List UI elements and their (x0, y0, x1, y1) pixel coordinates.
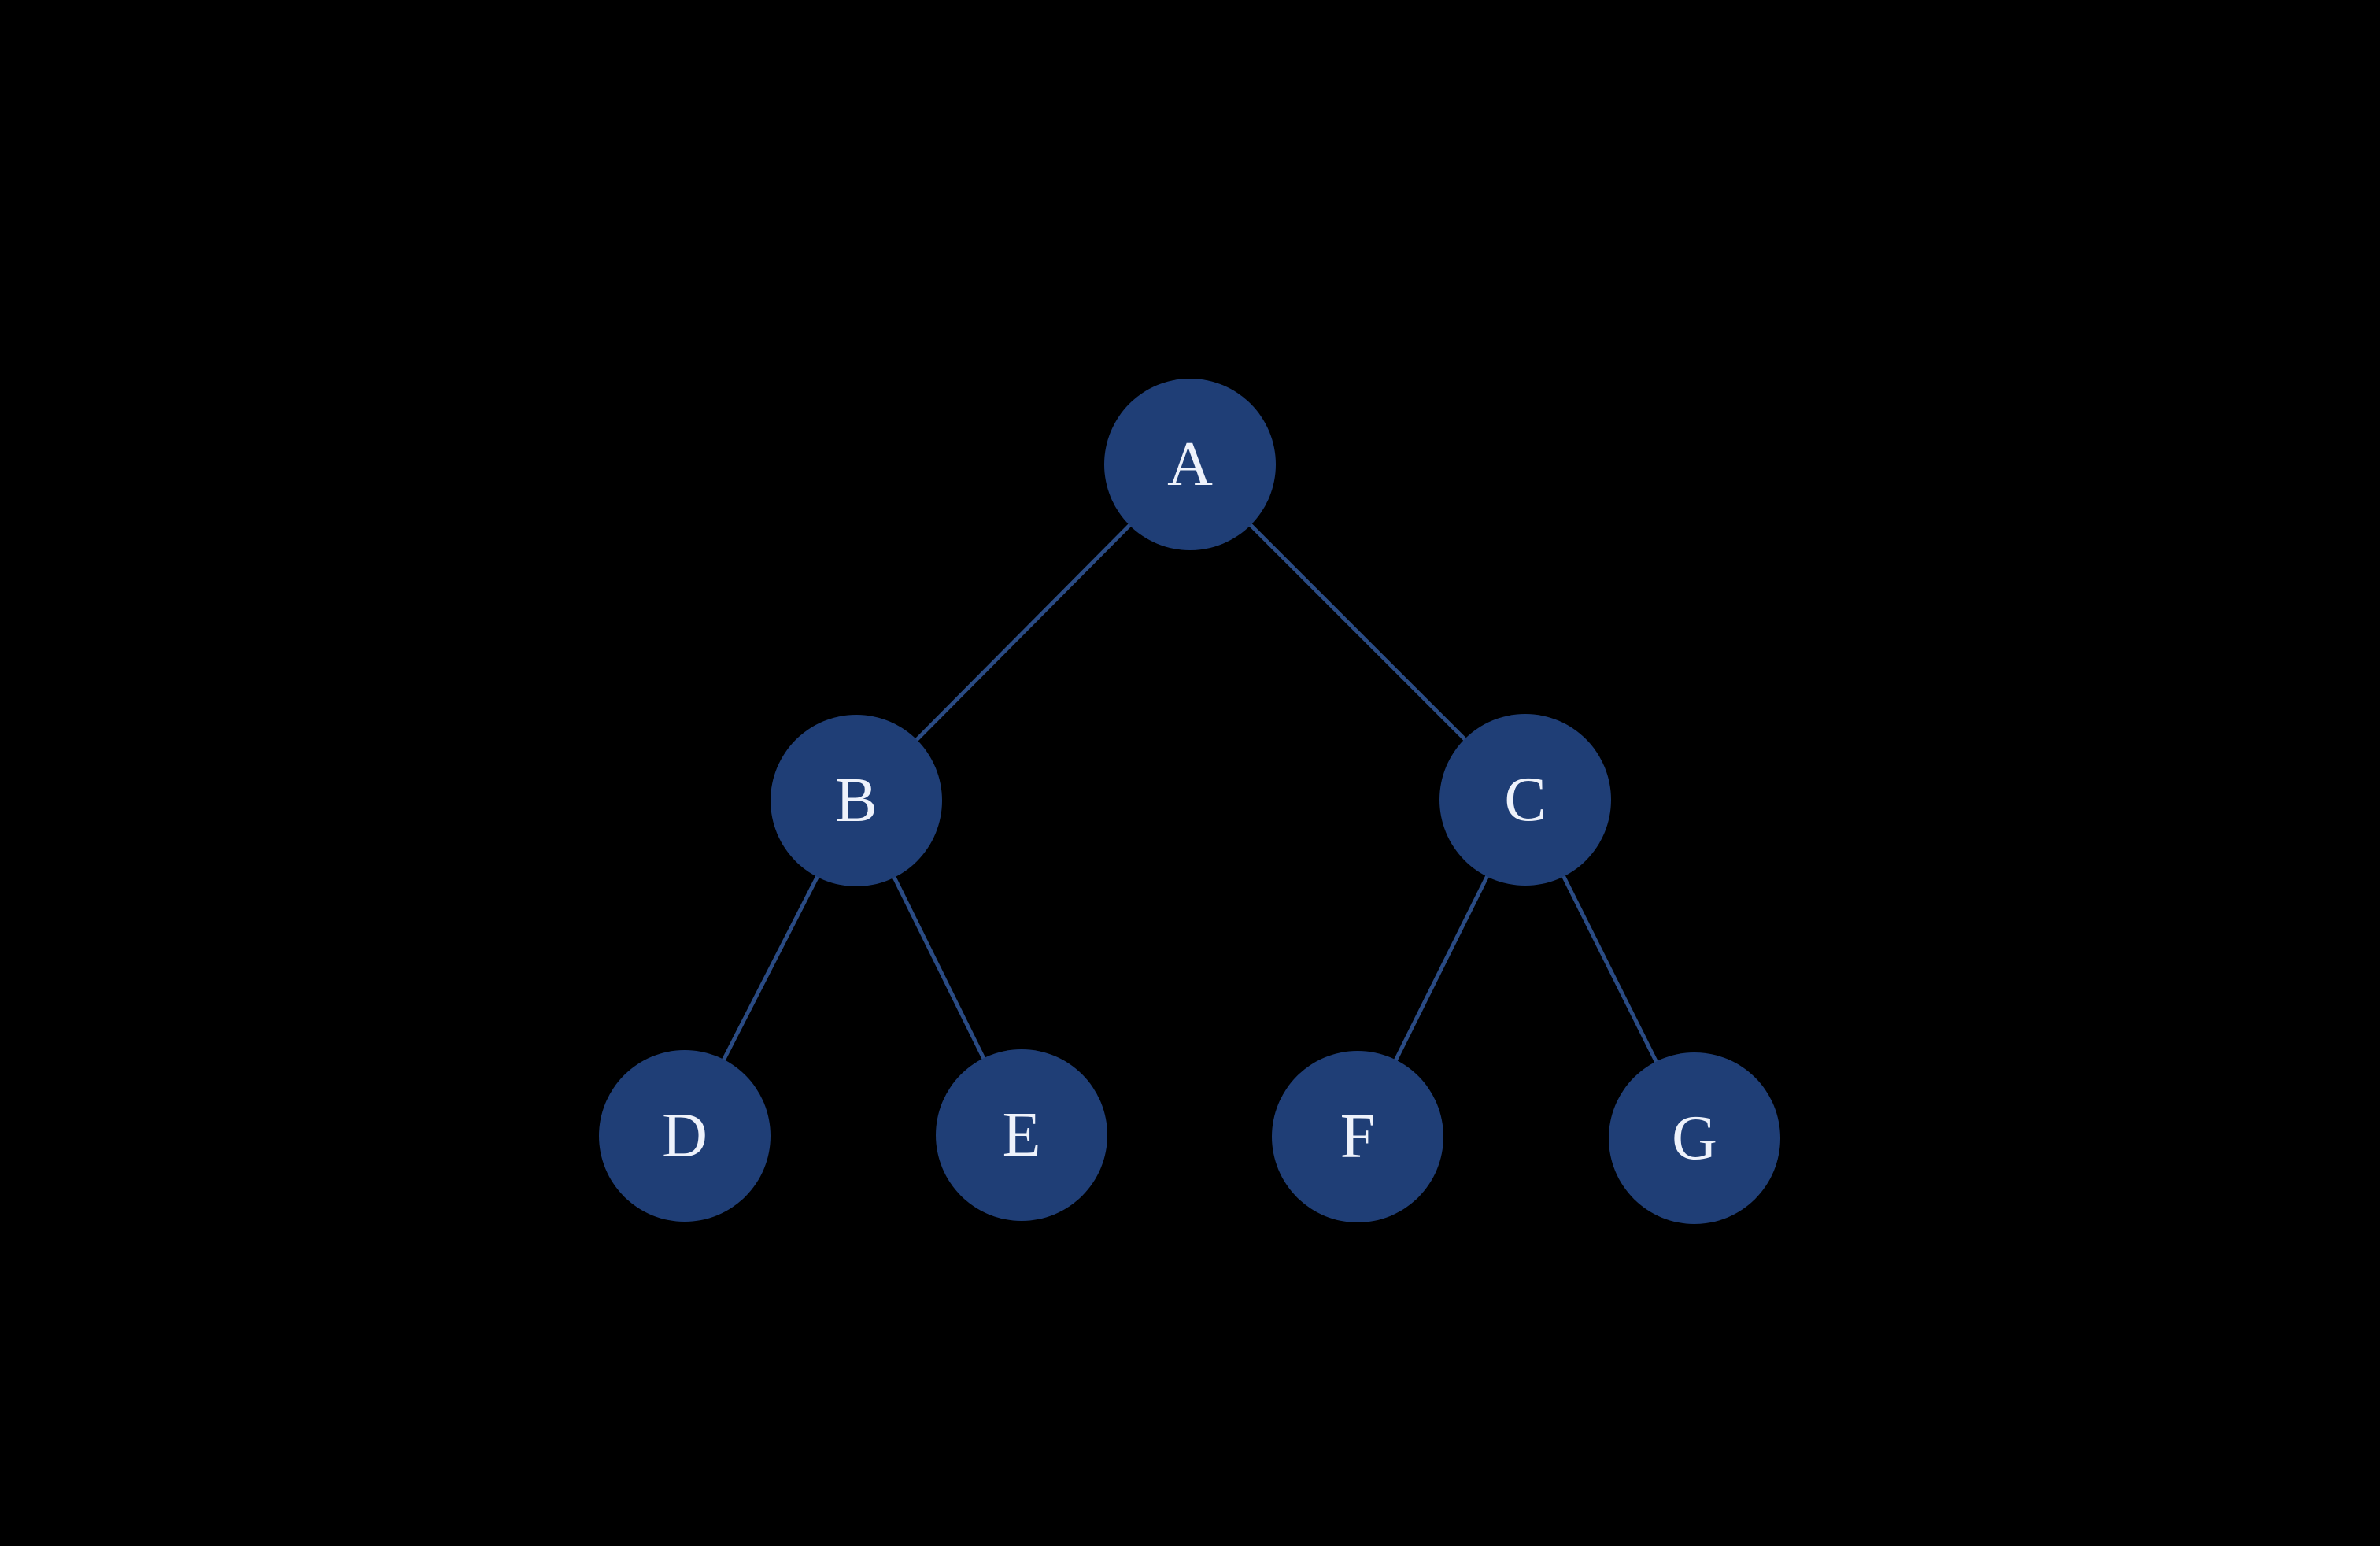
tree-node-circle-e (936, 1049, 1107, 1221)
tree-node-b: B (771, 715, 942, 886)
tree-node-label-a: A (1167, 430, 1213, 499)
tree-node-d: D (599, 1050, 771, 1222)
tree-node-circle-d (599, 1050, 771, 1222)
tree-node-label-b: B (835, 766, 877, 835)
tree-node-circle-f (1272, 1051, 1443, 1222)
tree-node-circle-b (771, 715, 942, 886)
tree-node-circle-a (1104, 379, 1276, 550)
tree-node-e: E (936, 1049, 1107, 1221)
tree-node-label-g: G (1672, 1104, 1717, 1173)
tree-node-label-d: D (662, 1101, 708, 1171)
tree-node-label-c: C (1504, 765, 1546, 834)
tree-node-c: C (1439, 714, 1611, 886)
tree-node-label-f: F (1340, 1102, 1376, 1171)
tree-node-label-e: E (1003, 1100, 1041, 1170)
tree-node-g: G (1609, 1052, 1780, 1224)
tree-nodes: A B C D E F G (599, 379, 1780, 1224)
tree-node-circle-c (1439, 714, 1611, 886)
tree-node-a: A (1104, 379, 1276, 550)
tree-node-circle-g (1609, 1052, 1780, 1224)
tree-node-f: F (1272, 1051, 1443, 1222)
